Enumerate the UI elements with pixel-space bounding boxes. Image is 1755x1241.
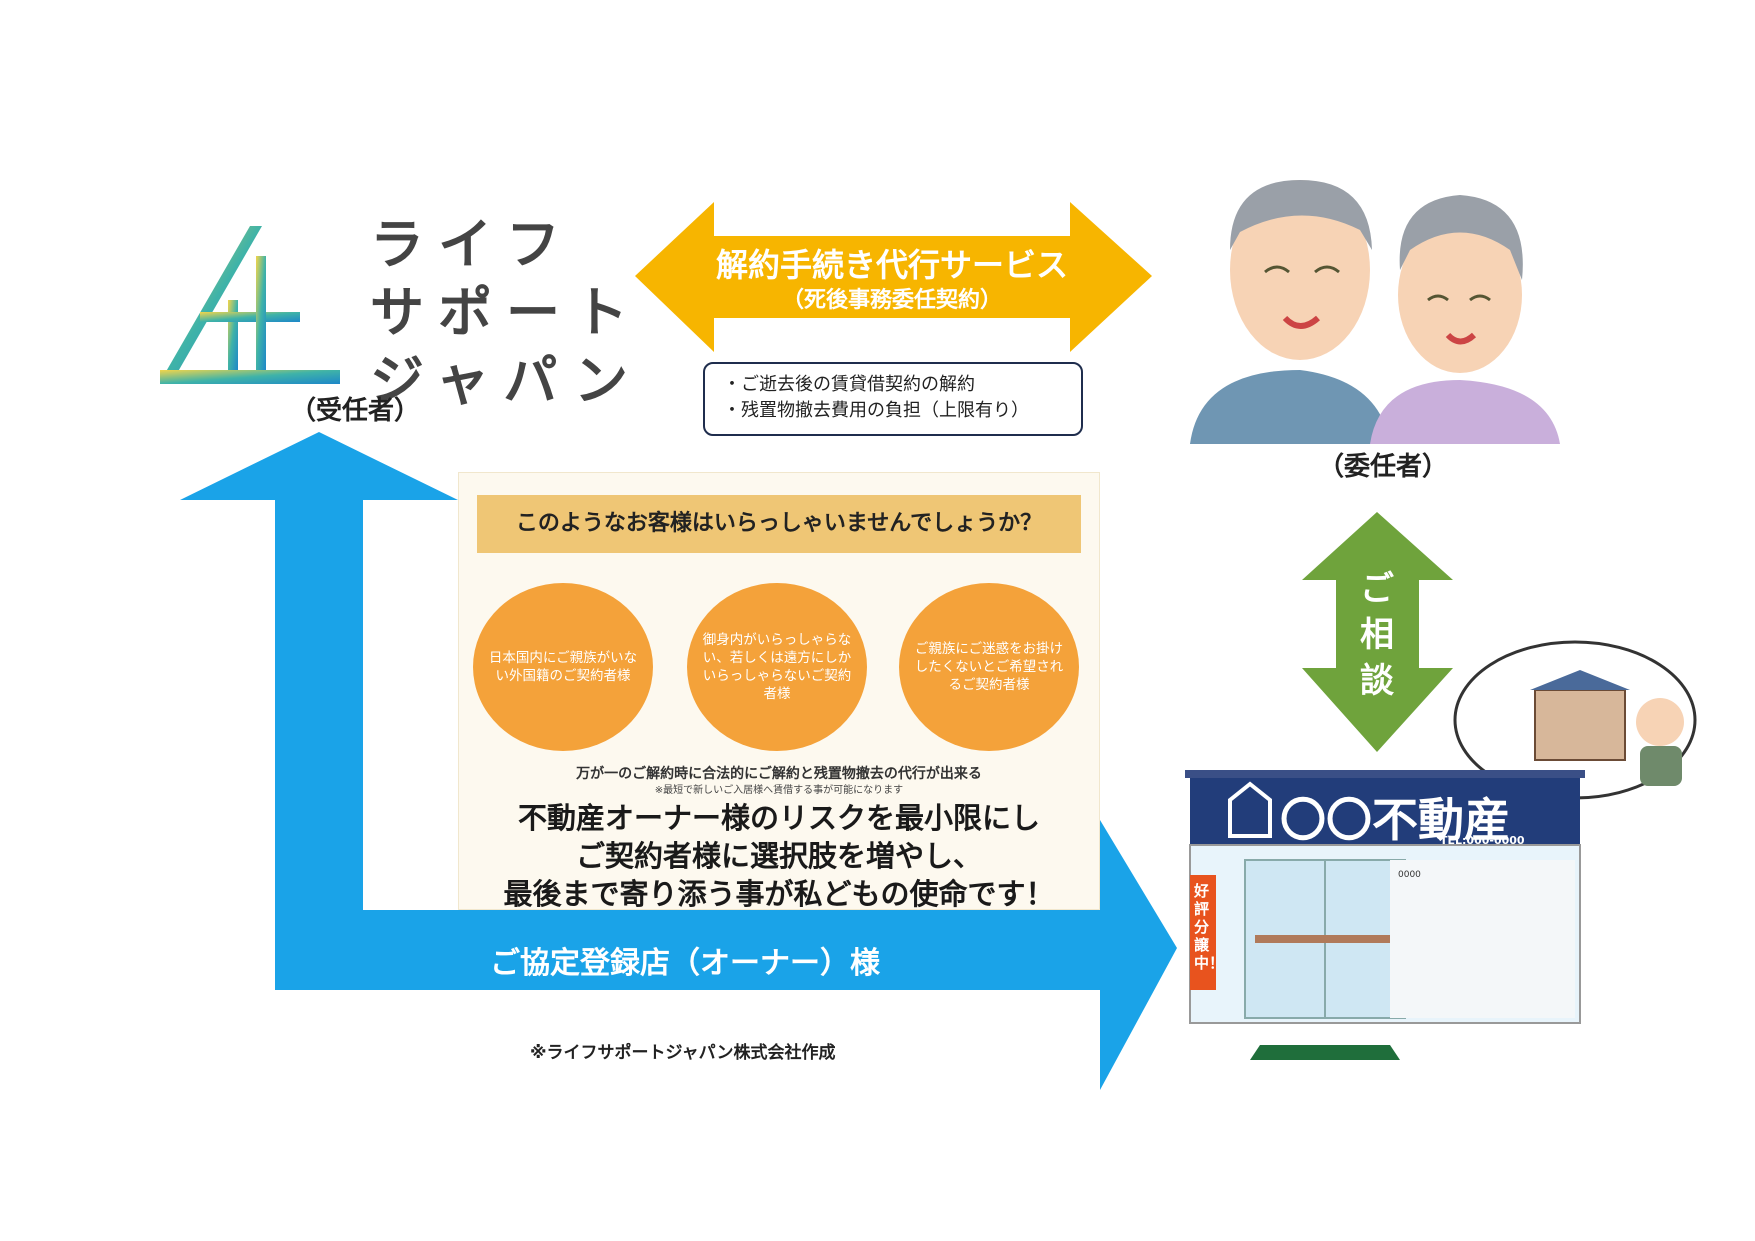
service-info-item: ・ご逝去後の賃貸借契約の解約: [723, 374, 975, 395]
service-info-box: ・ご逝去後の賃貸借契約の解約 ・残置物撤去費用の負担（上限有り）: [703, 362, 1083, 436]
owner-arrow-shape: [180, 432, 1177, 1090]
trustee-role-label: （受任者）: [290, 396, 421, 426]
consult-label: ご 相 談: [1360, 569, 1394, 701]
service-title: 解約手続き代行サービス: [715, 246, 1068, 284]
shop-listing: 0000: [1398, 870, 1421, 880]
shop-banner: 好評分譲中！: [1194, 882, 1225, 972]
house-icon: [1228, 781, 1272, 838]
service-subtitle: （死後事務委任契約）: [781, 288, 1002, 313]
logo-text-line2: サポート: [370, 281, 642, 344]
customer-type-circle: 日本国内にご親族がいない外国籍のご契約者様: [473, 583, 653, 751]
client-role-label: （委任者）: [1318, 452, 1449, 482]
logo-mark-icon: [160, 226, 340, 384]
panel-subnote: ※最短で新しいご入居様へ賃借する事が可能になります: [654, 785, 904, 796]
shop-tel: TEL:000-0000: [1440, 834, 1525, 847]
logo-text-line1: ライフ: [370, 213, 574, 276]
customer-type-circle: ご親族にご迷惑をお掛けしたくないとご希望されるご契約者様: [899, 583, 1079, 751]
elderly-couple-illustration: [1190, 180, 1560, 444]
service-info-item: ・残置物撤去費用の負担（上限有り）: [723, 400, 1029, 421]
customer-panel: このようなお客様はいらっしゃいませんでしょうか？ 日本国内にご親族がいない外国籍…: [458, 472, 1100, 911]
owner-arrow-label: ご協定登録店（オーナー）様: [490, 946, 880, 981]
mission-statement: 不動産オーナー様のリスクを最小限にし ご契約者様に選択肢を増やし、 最後まで寄り…: [503, 801, 1055, 911]
shop-storefront-illustration: [1185, 770, 1585, 1060]
consult-arrow-shape: [1302, 512, 1453, 752]
footnote: ※ライフサポートジャパン株式会社作成: [530, 1043, 836, 1063]
logo-text-line3: ジャパン: [370, 349, 642, 412]
panel-header: このようなお客様はいらっしゃいませんでしょうか？: [477, 495, 1081, 553]
panel-note: 万が一のご解約時に合法的にご解約と残置物撤去の代行が出来る: [576, 766, 982, 782]
customer-type-circle: 御身内がいらっしゃらない、若しくは遠方にしかいらっしゃらないご契約者様: [687, 583, 867, 751]
shop-name: 〇〇不動産: [1280, 793, 1510, 847]
service-arrow-shape: [635, 202, 1152, 352]
